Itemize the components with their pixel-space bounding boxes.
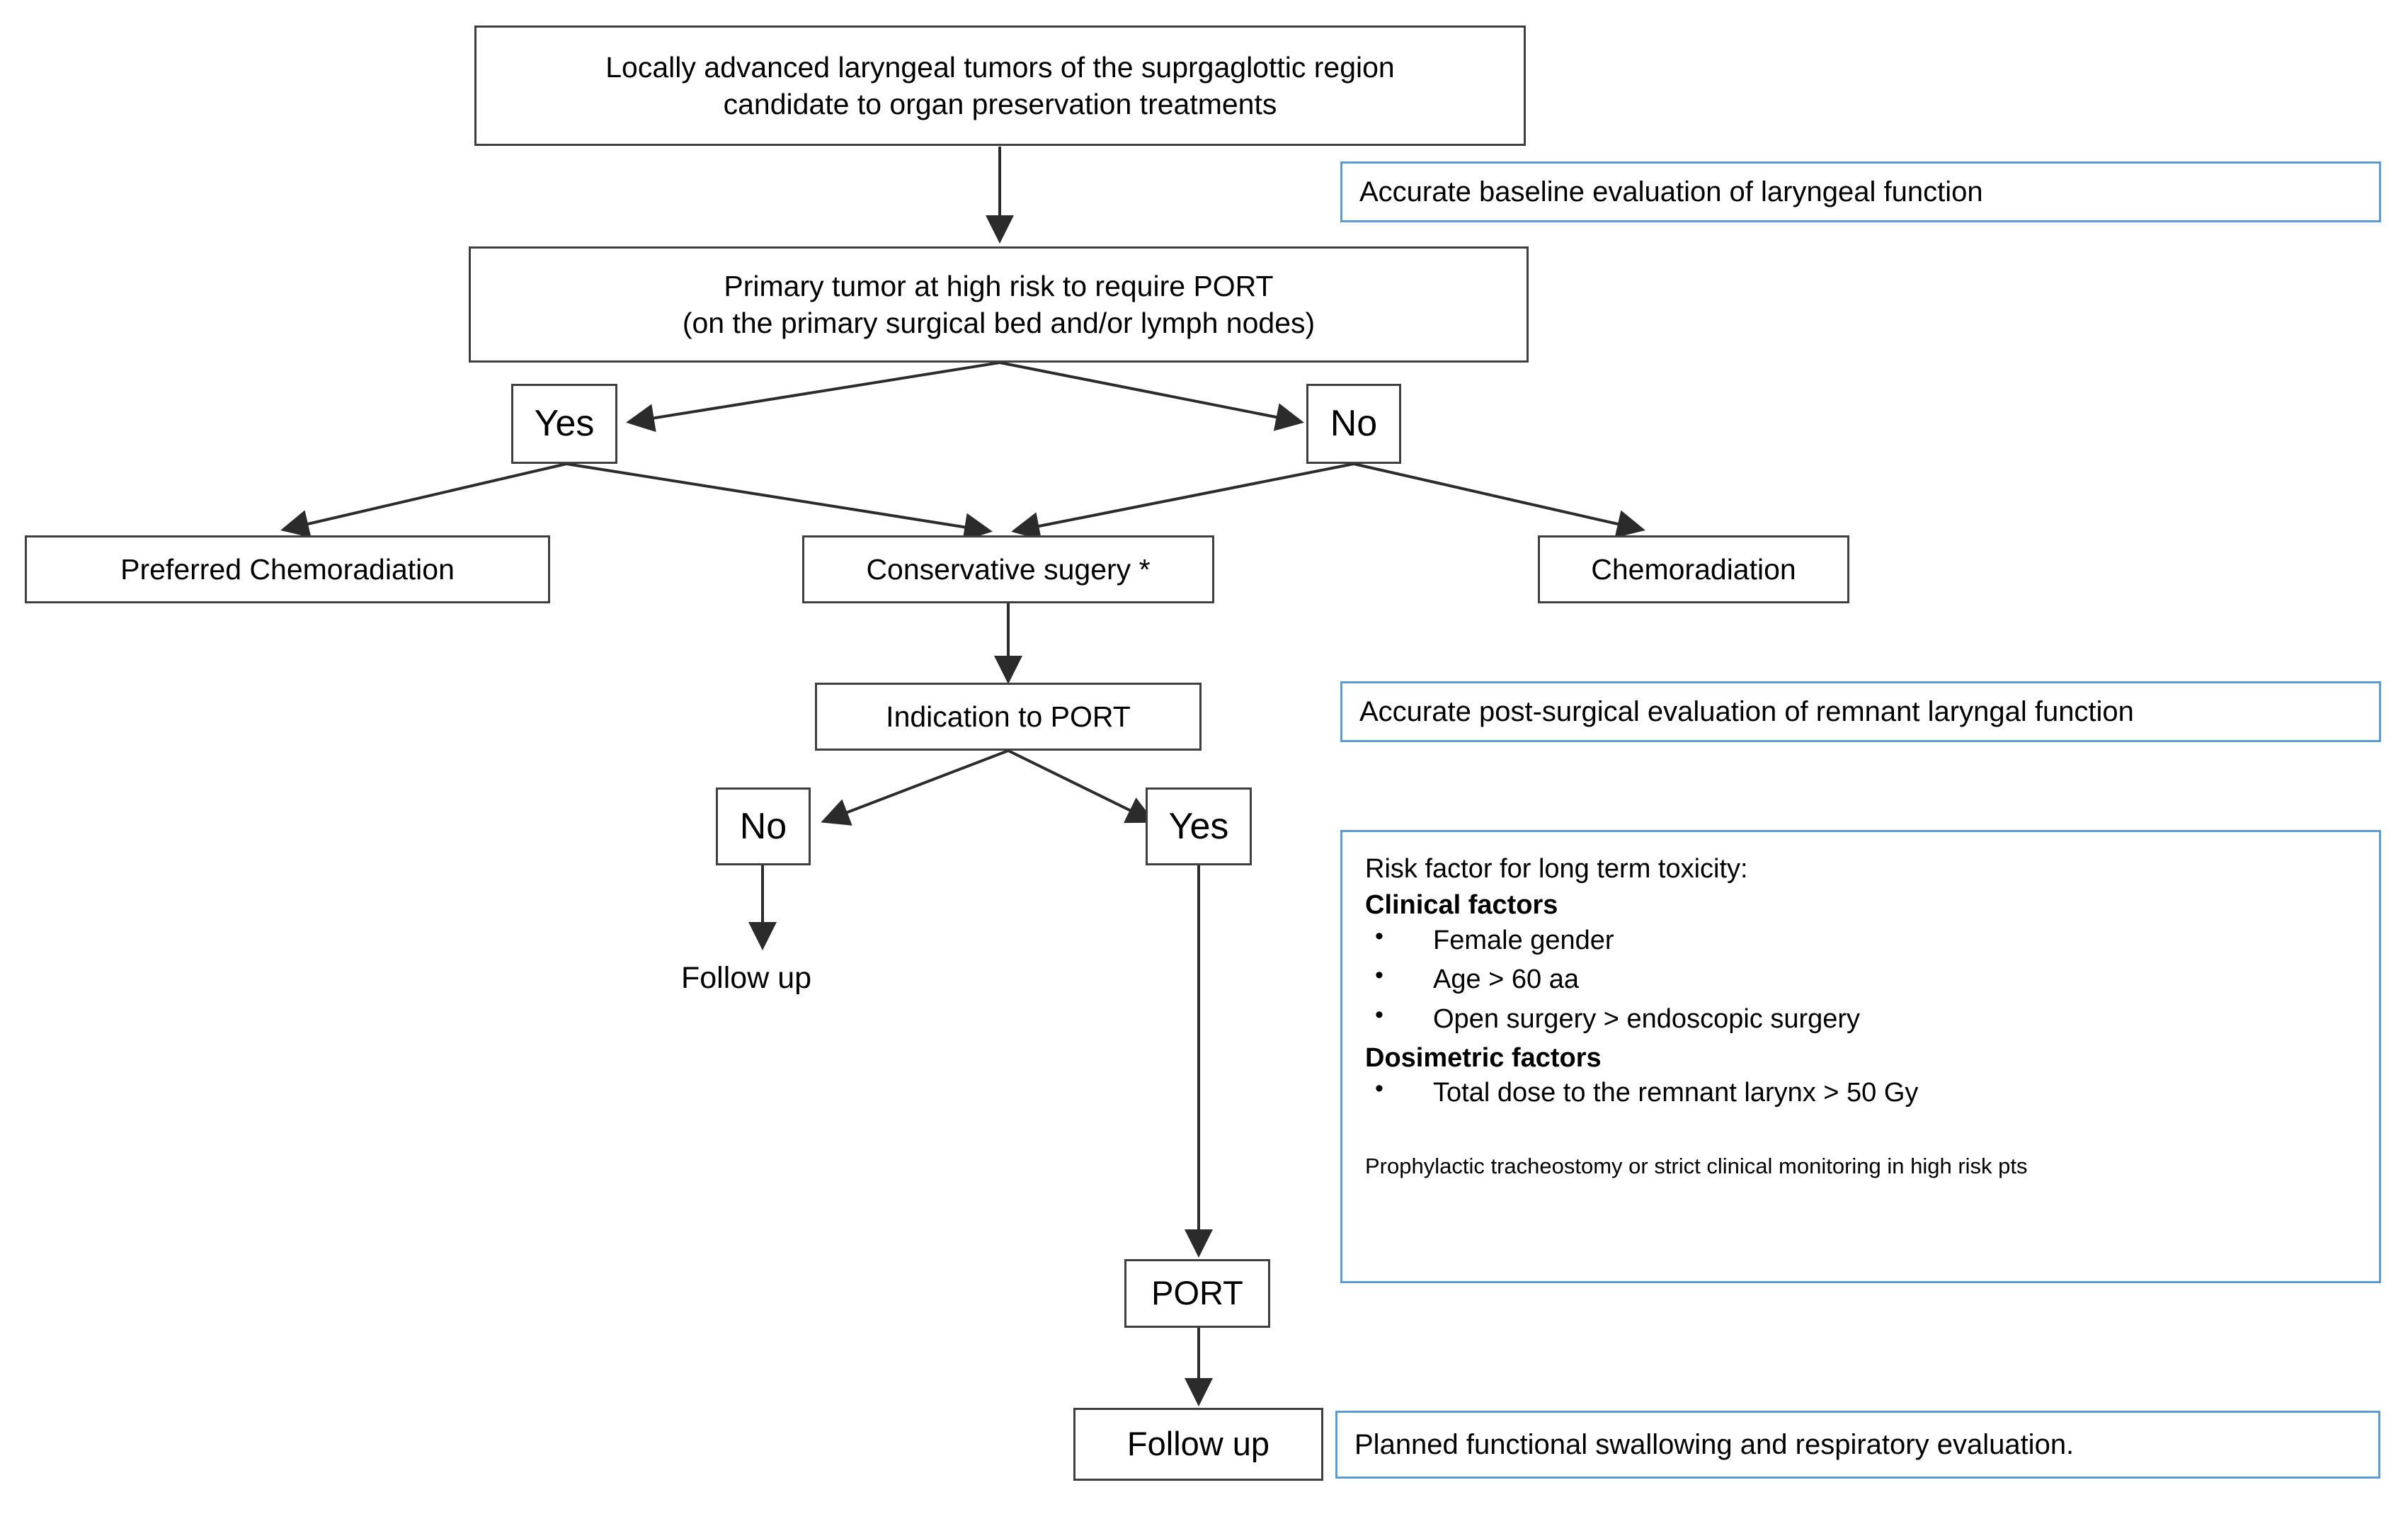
node-decision1-yes: Yes bbox=[511, 384, 617, 464]
node-primary-tumor-port-risk: Primary tumor at high risk to require PO… bbox=[469, 246, 1529, 363]
top-box-line1: Locally advanced laryngeal tumors of the… bbox=[605, 50, 1395, 84]
node-preferred-chemoradiation: Preferred Chemoradiation bbox=[25, 535, 550, 603]
node-decision1-no: No bbox=[1306, 384, 1401, 464]
follow-up-plain-label: Follow up bbox=[681, 961, 812, 995]
port-risk-line1: Primary tumor at high risk to require PO… bbox=[724, 269, 1274, 302]
port-risk-line2: (on the primary surgical bed and/or lymp… bbox=[682, 307, 1316, 339]
node-follow-up-final: Follow up bbox=[1073, 1408, 1323, 1481]
port-label: PORT bbox=[1151, 1274, 1243, 1312]
risk-panel-clinical-heading: Clinical factors bbox=[1365, 890, 1558, 921]
text-follow-up-no-branch: Follow up bbox=[681, 961, 811, 996]
decision1-yes-label: Yes bbox=[534, 403, 595, 445]
top-box-line2: candidate to organ preservation treatmen… bbox=[723, 88, 1277, 120]
decision1-no-label: No bbox=[1330, 403, 1378, 445]
risk-panel-dosimetric-heading: Dosimetric factors bbox=[1365, 1042, 1602, 1073]
node-top-tumor-description: Locally advanced laryngeal tumors of the… bbox=[474, 25, 1526, 146]
risk-panel-dosimetric-list: Total dose to the remnant larynx > 50 Gy bbox=[1365, 1073, 2358, 1110]
risk-panel-title: Risk factor for long term toxicity: bbox=[1365, 854, 1748, 884]
node-indication-to-port: Indication to PORT bbox=[815, 683, 1202, 751]
risk-item: Open surgery > endoscopic surgery bbox=[1365, 999, 2358, 1037]
chemoradiation-label: Chemoradiation bbox=[1591, 552, 1796, 586]
callout-post-surgical-evaluation: Accurate post-surgical evaluation of rem… bbox=[1340, 681, 2381, 742]
callout-planned-evaluation: Planned functional swallowing and respir… bbox=[1335, 1411, 2380, 1479]
decision2-no-label: No bbox=[739, 805, 787, 847]
risk-panel-clinical-list: Female gender Age > 60 aa Open surgery >… bbox=[1365, 921, 2358, 1037]
callout-baseline-evaluation: Accurate baseline evaluation of laryngea… bbox=[1340, 161, 2381, 222]
risk-panel-note: Prophylactic tracheostomy or strict clin… bbox=[1365, 1153, 2028, 1178]
risk-item: Total dose to the remnant larynx > 50 Gy bbox=[1365, 1073, 2358, 1110]
decision2-yes-label: Yes bbox=[1168, 805, 1229, 847]
follow-up-final-label: Follow up bbox=[1126, 1425, 1270, 1463]
callout-risk-factor-panel: Risk factor for long term toxicity: Clin… bbox=[1340, 830, 2381, 1283]
indication-to-port-label: Indication to PORT bbox=[886, 700, 1131, 733]
node-port: PORT bbox=[1124, 1259, 1270, 1328]
preferred-chemoradiation-label: Preferred Chemoradiation bbox=[120, 552, 455, 586]
risk-item: Age > 60 aa bbox=[1365, 960, 2358, 997]
callout-planned-evaluation-text: Planned functional swallowing and respir… bbox=[1354, 1429, 2075, 1460]
node-decision2-yes: Yes bbox=[1146, 787, 1252, 865]
node-decision2-no: No bbox=[716, 787, 811, 865]
conservative-surgery-label: Conservative sugery * bbox=[866, 552, 1151, 586]
risk-item: Female gender bbox=[1365, 921, 2358, 958]
node-chemoradiation: Chemoradiation bbox=[1538, 535, 1849, 603]
callout-baseline-evaluation-text: Accurate baseline evaluation of laryngea… bbox=[1359, 176, 1983, 207]
node-conservative-surgery: Conservative sugery * bbox=[802, 535, 1214, 603]
callout-post-surgical-evaluation-text: Accurate post-surgical evaluation of rem… bbox=[1359, 696, 2134, 727]
